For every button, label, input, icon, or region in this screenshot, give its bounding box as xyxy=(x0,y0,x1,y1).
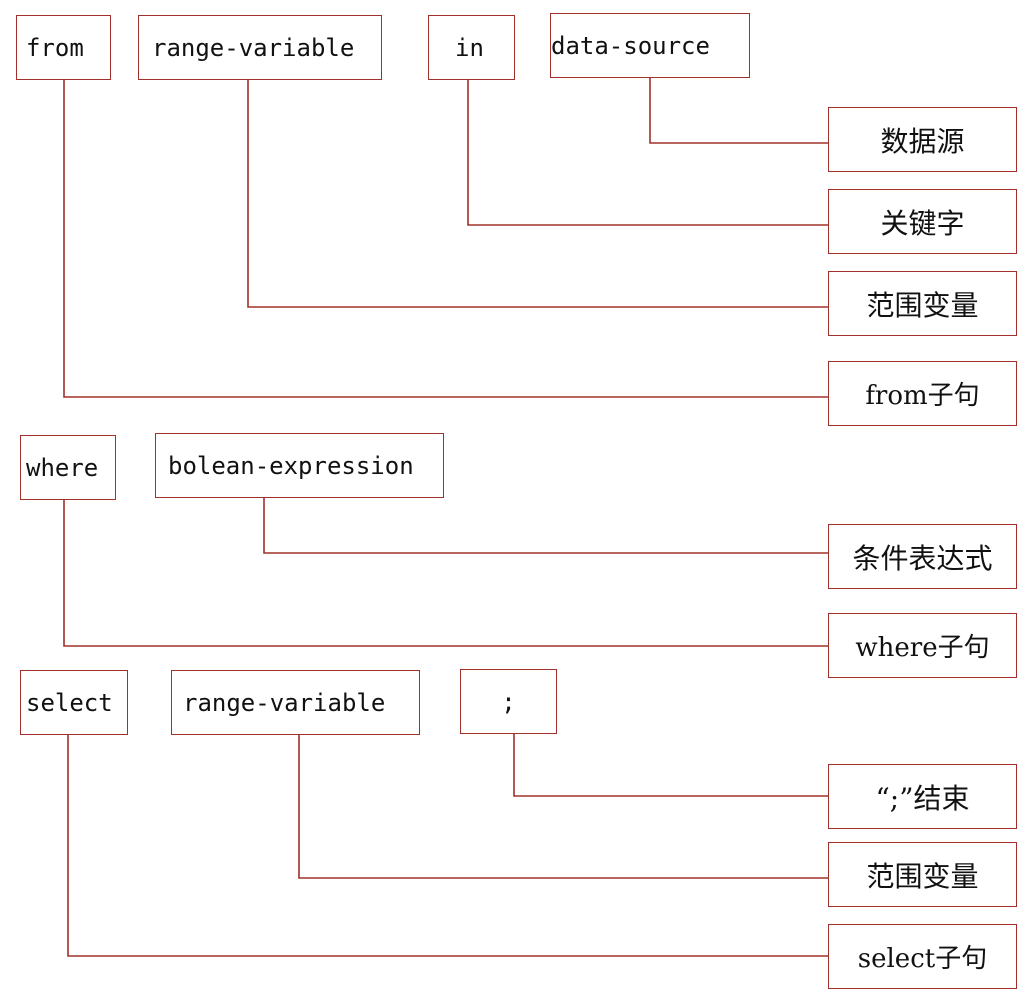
annotation-condition-expression-text: 条件表达式 xyxy=(852,541,993,575)
connector-in-keyword xyxy=(467,80,828,226)
annotation-keyword-text: 关键字 xyxy=(880,206,965,240)
from-range-variable-text: range-variable xyxy=(152,33,355,62)
annotation-range-variable-from-text: 范围变量 xyxy=(866,288,979,322)
annotation-terminator-end-text: “;”结束 xyxy=(875,781,970,815)
annotation-range-variable-from: 范围变量 xyxy=(828,271,1017,336)
select-range-variable-text: range-variable xyxy=(183,688,386,717)
data-source-text: data-source xyxy=(551,31,710,60)
condition-expression-box: bolean-expression xyxy=(155,433,444,498)
where-keyword-box: where xyxy=(20,435,116,500)
connector-from-clause xyxy=(63,80,828,398)
annotation-range-variable-select: 范围变量 xyxy=(828,842,1017,907)
terminator-box: ; xyxy=(460,669,557,734)
connector-where-clause xyxy=(63,500,828,647)
select-keyword-text: select xyxy=(26,688,113,717)
annotation-data-source: 数据源 xyxy=(828,107,1017,172)
annotation-data-source-text: 数据源 xyxy=(880,124,965,158)
annotation-where-clause: where子句 xyxy=(828,613,1017,678)
connector-data-source xyxy=(649,78,828,144)
where-keyword-text: where xyxy=(26,453,99,482)
terminator-text: ; xyxy=(501,687,516,716)
connector-select-clause xyxy=(67,735,828,957)
annotation-keyword: 关键字 xyxy=(828,189,1017,254)
from-keyword-box: from xyxy=(16,15,111,80)
annotation-select-clause-text: select子句 xyxy=(857,944,988,974)
annotation-terminator-end: “;”结束 xyxy=(828,764,1017,829)
annotation-select-clause: select子句 xyxy=(828,924,1017,989)
in-keyword-text: in xyxy=(455,33,484,62)
condition-expression-text: bolean-expression xyxy=(168,451,414,480)
in-keyword-box: in xyxy=(428,15,515,80)
select-range-variable-box: range-variable xyxy=(171,670,420,735)
connector-condition xyxy=(263,498,828,554)
data-source-box: data-source xyxy=(550,13,750,78)
select-keyword-box: select xyxy=(20,670,128,735)
connector-terminator xyxy=(513,734,828,797)
annotation-range-variable-select-text: 范围变量 xyxy=(866,859,979,893)
connector-range-variable-select xyxy=(298,735,828,879)
from-keyword-text: from xyxy=(26,33,84,62)
from-range-variable-box: range-variable xyxy=(138,15,382,80)
annotation-from-clause: from子句 xyxy=(828,361,1017,426)
annotation-where-clause-text: where子句 xyxy=(855,633,990,663)
annotation-from-clause-text: from子句 xyxy=(865,381,980,411)
connector-range-variable-from xyxy=(247,80,828,308)
annotation-condition-expression: 条件表达式 xyxy=(828,524,1017,589)
